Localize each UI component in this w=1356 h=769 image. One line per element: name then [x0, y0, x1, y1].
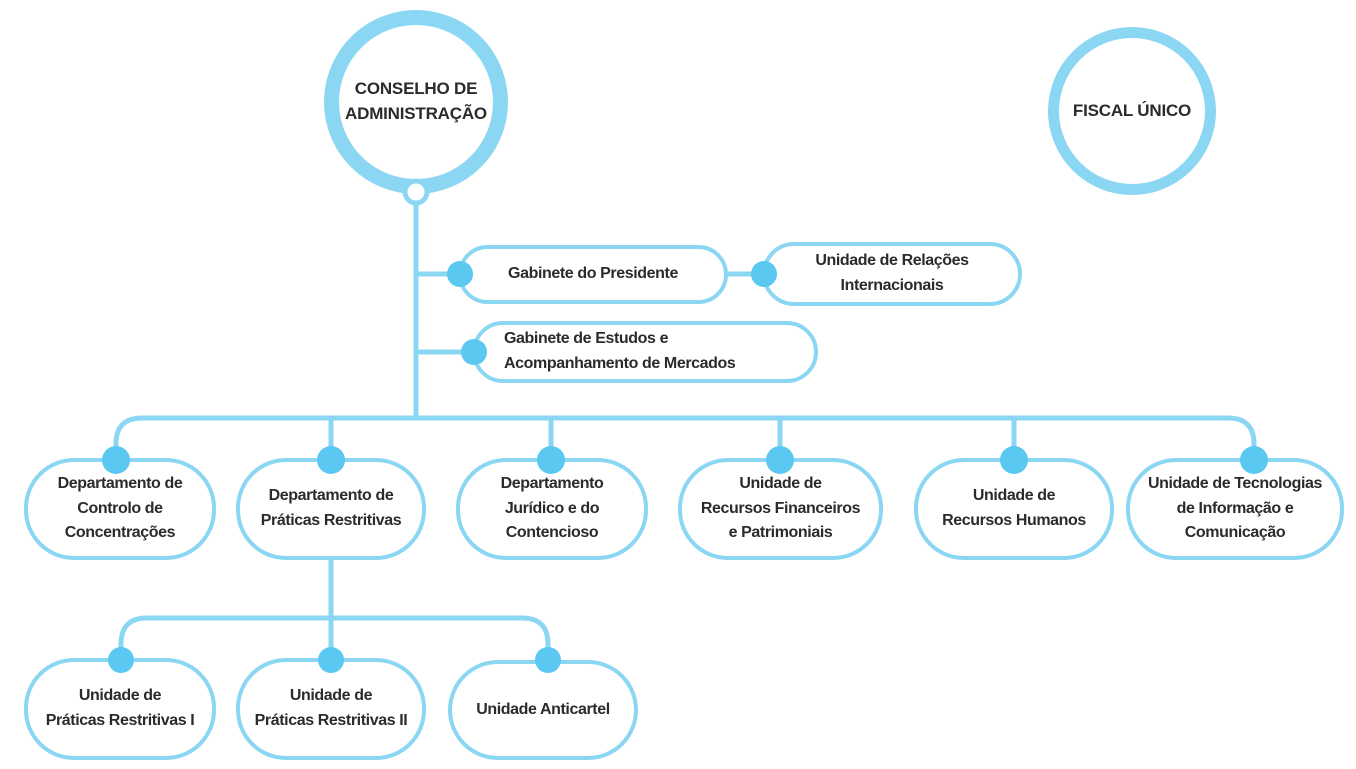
node-unidade-recursos-financeiros: Unidade de Recursos Financeiros e Patrim…	[678, 458, 883, 560]
level2-rail	[113, 415, 1257, 460]
level3-rail	[118, 615, 551, 660]
node-unidade-tecnologias-informacao: Unidade de Tecnologias de Informação e C…	[1126, 458, 1344, 560]
node-conselho-administracao: CONSELHO DE ADMINISTRAÇÃO	[324, 10, 508, 194]
node-departamento-controlo-concentracoes: Departamento de Controlo de Concentraçõe…	[24, 458, 216, 560]
node-gabinete-estudos-mercados: Gabinete de Estudos e Acompanhamento de …	[472, 321, 818, 383]
node-departamento-juridico-contencioso: Departamento Jurídico e do Contencioso	[456, 458, 648, 560]
node-unidade-relacoes-internacionais: Unidade de Relações Internacionais	[762, 242, 1022, 306]
node-unidade-recursos-humanos: Unidade de Recursos Humanos	[914, 458, 1114, 560]
node-departamento-praticas-restritivas: Departamento de Práticas Restritivas	[236, 458, 426, 560]
node-unidade-praticas-restritivas-2: Unidade de Práticas Restritivas II	[236, 658, 426, 760]
node-gabinete-presidente: Gabinete do Presidente	[458, 245, 728, 304]
node-fiscal-unico: FISCAL ÚNICO	[1048, 27, 1216, 195]
node-unidade-anticartel: Unidade Anticartel	[448, 660, 638, 760]
node-unidade-praticas-restritivas-1: Unidade de Práticas Restritivas I	[24, 658, 216, 760]
